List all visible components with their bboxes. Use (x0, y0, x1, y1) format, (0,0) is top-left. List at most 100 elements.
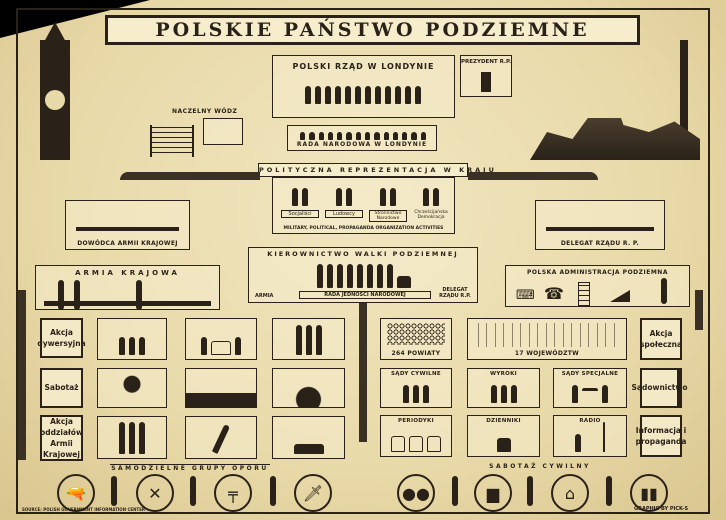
title-box: POLSKIE PAŃSTWO PODZIEMNE (105, 15, 640, 45)
sentences-box: WYROKI (467, 368, 540, 408)
pistol-icon: 🔫 (57, 474, 95, 512)
resistance-groups-label: SAMODZIELNE GRUPY OPORU (110, 464, 270, 472)
leadership-label: KIEROWNICTWO WALKI PODZIEMNEJ (267, 250, 459, 258)
special-courts-label: SĄDY SPECJALNE (561, 371, 619, 377)
periodicals-label: PERIODYKI (398, 418, 434, 424)
bullets-icon: ▮▮ (630, 474, 668, 512)
big-ben-illustration (40, 40, 70, 160)
national-council-label: RADA NARODOWA W LONDYNIE (296, 141, 428, 148)
party-peasants: Ludowcy (325, 186, 363, 218)
government-delegate-label: DELEGAT RZĄDU R. P. (560, 240, 640, 247)
typewriter-icon: ⌨ (516, 288, 535, 303)
file-cabinet-icon (578, 282, 590, 306)
judiciary-label: Sądownictwo (632, 368, 687, 408)
planning-illustration (185, 318, 257, 360)
government-label: POLSKI RZĄD W LONDYNIE (292, 62, 435, 71)
soldier-figure (74, 280, 80, 310)
telephone-icon: ☎ (544, 284, 564, 303)
worker-figure (452, 476, 458, 506)
commander-in-chief-box (203, 118, 243, 145)
counties-box: 264 POWIATY (380, 318, 452, 360)
leaders-illustration (259, 260, 469, 292)
sabotage-diversion-label: Akcja dywersyjna (37, 318, 86, 358)
ministers-illustration (303, 82, 423, 108)
commander-in-chief-label: NACZELNY WÓDZ (172, 108, 238, 115)
leadership-council: RADA JEDNOŚCI NARODOWEJ (299, 291, 431, 299)
office-illustration (546, 207, 654, 231)
civil-courts-label: SĄDY CYWILNE (391, 371, 441, 377)
sentences-label: WYROKI (489, 371, 518, 377)
meeting-illustration (97, 318, 167, 360)
ship-illustration (150, 125, 194, 157)
connector-left (120, 172, 260, 180)
train-explosion-illustration (97, 368, 167, 408)
border (16, 8, 710, 514)
woman-figure (190, 476, 196, 506)
party-socialists: Socjaliści (281, 186, 319, 218)
crossed-rifles-icon: ✕ (136, 474, 174, 512)
radio-box: RADIO (553, 415, 627, 457)
source-note: SOURCE: POLISH GOVERNMENT INFORMATION CE… (22, 507, 146, 512)
big-ben-spire (44, 22, 66, 42)
connector-right-down (695, 290, 703, 330)
grenades-icon: ●● (397, 474, 435, 512)
home-army-commander-box: DOWÓDCA ARMII KRAJOWEJ (65, 200, 190, 250)
leadership-army: ARMIA (255, 293, 274, 299)
graphic-credit: GRAPHIC BY PICK-S (634, 506, 689, 512)
leadership-box: KIEROWNICTWO WALKI PODZIEMNEJ ARMIA RADA… (248, 247, 478, 303)
soldiers-illustration (76, 207, 179, 231)
periodicals-box: PERIODYKI (380, 415, 452, 457)
clerk-figure (661, 278, 667, 304)
submachine-gun-icon: ╤ (214, 474, 252, 512)
counties-label: 264 POWIATY (391, 350, 441, 357)
administration-label: POLSKA ADMINISTRACJA PODZIEMNA (527, 269, 668, 276)
connector-center-down (359, 302, 367, 442)
page-title: POLSKIE PAŃSTWO PODZIEMNE (155, 19, 590, 41)
national-council-box: RADA NARODOWA W LONDYNIE (287, 125, 437, 151)
soldier-figure (58, 280, 64, 310)
factory-icon: ▆ (474, 474, 512, 512)
county-circles (387, 323, 445, 345)
sabotage-label: Sabotaż (40, 368, 83, 408)
dailies-box: DZIENNIKI (467, 415, 540, 457)
president-figure (481, 72, 491, 92)
factory-explosion-illustration (272, 368, 345, 408)
clock-icon (45, 90, 65, 110)
home-army-label: ARMIA KRAJOWA (75, 269, 180, 277)
radio-label: RADIO (579, 418, 601, 424)
machine-gun-illustration (272, 416, 345, 459)
home-army-commander-label: DOWÓDCA ARMII KRAJOWEJ (77, 240, 178, 247)
party-national: Stronnictwo Narodowe (369, 186, 407, 222)
houses-icon: ⌂ (551, 474, 589, 512)
woman-figure (606, 476, 612, 506)
armed-men-illustration (272, 318, 345, 360)
activities-caption: MILITARY, POLITICAL, PROPAGANDA ORGANIZA… (283, 226, 444, 231)
farmer-figure (527, 476, 533, 506)
parties-box: Socjaliści Ludowcy Stronnictwo Narodowe … (272, 177, 455, 234)
home-army-box: ARMIA KRAJOWA (35, 265, 220, 310)
government-box: POLSKI RZĄD W LONDYNIE (272, 55, 455, 118)
printing-press-icon (610, 290, 630, 302)
soldier-figure (136, 280, 142, 310)
voivodeship-squares (476, 323, 618, 347)
civil-courts-box: SĄDY CYWILNE (380, 368, 452, 408)
partisans-illustration (97, 416, 167, 459)
social-action-label: Akcja społeczna (640, 318, 682, 360)
civil-sabotage-label: SABOTAŻ CYWILNY (489, 463, 591, 470)
connector-left-down (18, 290, 26, 460)
knife-icon: 🗡 (294, 474, 332, 512)
special-courts-box: SĄDY SPECJALNE (553, 368, 627, 408)
political-rep-bar: POLITYCZNA REPREZENTACJA W KRAJU (258, 163, 497, 177)
political-rep-label: POLITYCZNA REPREZENTACJA W KRAJU (259, 166, 497, 174)
ruined-buildings-illustration (185, 368, 257, 408)
party-christian-democracy: Chrześcijańska Demokracja (411, 186, 451, 220)
administration-box: POLSKA ADMINISTRACJA PODZIEMNA ⌨ ☎ (505, 265, 690, 307)
information-propaganda-label: Informacja i propaganda (636, 415, 686, 457)
man-figure (270, 476, 276, 506)
government-delegate-box: DELEGAT RZĄDU R. P. (535, 200, 665, 250)
fighting-illustration (185, 416, 257, 459)
man-figure (111, 476, 117, 506)
landscape-illustration (44, 284, 211, 306)
home-army-units-label: Akcja oddziałów Armii Krajowej (40, 415, 83, 461)
